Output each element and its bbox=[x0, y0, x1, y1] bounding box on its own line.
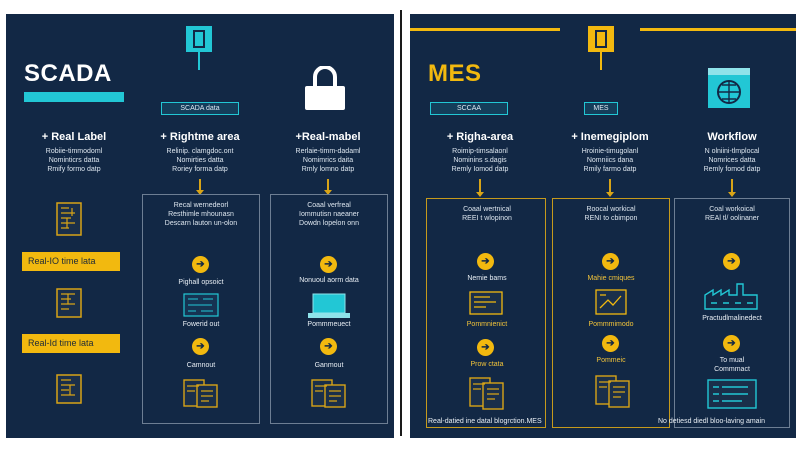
mes-top-line bbox=[410, 28, 560, 31]
column-heading-rightme-area: + Rightme area bbox=[160, 131, 240, 143]
column-heading-righa-area: + Righa-area bbox=[446, 131, 514, 143]
document-icon bbox=[183, 379, 218, 408]
padlock-icon bbox=[305, 66, 345, 110]
realtime-data-badge: Real-IO time lata bbox=[22, 252, 120, 271]
scada-data-tag: SCADA data bbox=[161, 102, 239, 115]
scada-panel: SCADA SCADA data + Real Label + Rightme … bbox=[6, 14, 394, 438]
scada-title-bar bbox=[24, 92, 124, 102]
flow-arrow bbox=[476, 179, 484, 197]
column-heading-real-mabel: +Real-mabel bbox=[295, 131, 361, 143]
circuit-board-icon bbox=[183, 293, 219, 317]
mes-tag: MES bbox=[584, 102, 618, 115]
globe-window-icon bbox=[708, 68, 750, 108]
factory-icon bbox=[704, 283, 758, 310]
arrow-right-icon: ➔ bbox=[602, 253, 619, 270]
panel-divider bbox=[400, 10, 402, 436]
usb-plug-icon bbox=[588, 26, 614, 70]
document-icon bbox=[469, 377, 504, 410]
circuit-board-icon bbox=[56, 374, 82, 404]
arrow-right-icon: ➔ bbox=[602, 335, 619, 352]
flow-arrow bbox=[196, 179, 204, 195]
arrow-right-icon: ➔ bbox=[320, 338, 337, 355]
mes-top-line bbox=[640, 28, 796, 31]
laptop-icon bbox=[308, 293, 350, 318]
mes-title: MES bbox=[428, 60, 482, 87]
circuit-board-icon bbox=[595, 289, 627, 315]
scada-tag: SCCAA bbox=[430, 102, 508, 115]
document-icon bbox=[595, 375, 630, 408]
flow-arrow bbox=[728, 179, 736, 197]
mes-footer-note: Real-datied ine datal blogrction.MES bbox=[428, 418, 542, 425]
column-heading-real-label: + Real Label bbox=[41, 131, 107, 143]
terminal-screen-icon bbox=[707, 379, 757, 409]
flow-arrow bbox=[324, 179, 332, 195]
arrow-right-icon: ➔ bbox=[723, 253, 740, 270]
arrow-right-icon: ➔ bbox=[320, 256, 337, 273]
arrow-right-icon: ➔ bbox=[477, 253, 494, 270]
flow-arrow bbox=[606, 179, 614, 197]
column-heading-inemegiplom: + Inemegiplom bbox=[571, 131, 649, 143]
document-icon bbox=[311, 379, 346, 408]
realtime-data-badge: Real-Id time lata bbox=[22, 334, 120, 353]
scada-title: SCADA bbox=[24, 60, 112, 87]
right-footer-note: No detiesd diedl bloo-laving amain bbox=[658, 418, 766, 425]
arrow-right-icon: ➔ bbox=[723, 335, 740, 352]
arrow-right-icon: ➔ bbox=[192, 256, 209, 273]
arrow-right-icon: ➔ bbox=[192, 338, 209, 355]
mes-panel: MES SCCAA MES + Righa-area + Inemegiplom… bbox=[410, 14, 796, 438]
usb-plug-icon bbox=[186, 26, 212, 70]
arrow-right-icon: ➔ bbox=[477, 339, 494, 356]
column-heading-workflow: Workflow bbox=[707, 131, 757, 143]
circuit-board-icon bbox=[56, 288, 82, 318]
circuit-board-icon bbox=[56, 202, 82, 236]
terminal-screen-icon bbox=[469, 291, 503, 315]
